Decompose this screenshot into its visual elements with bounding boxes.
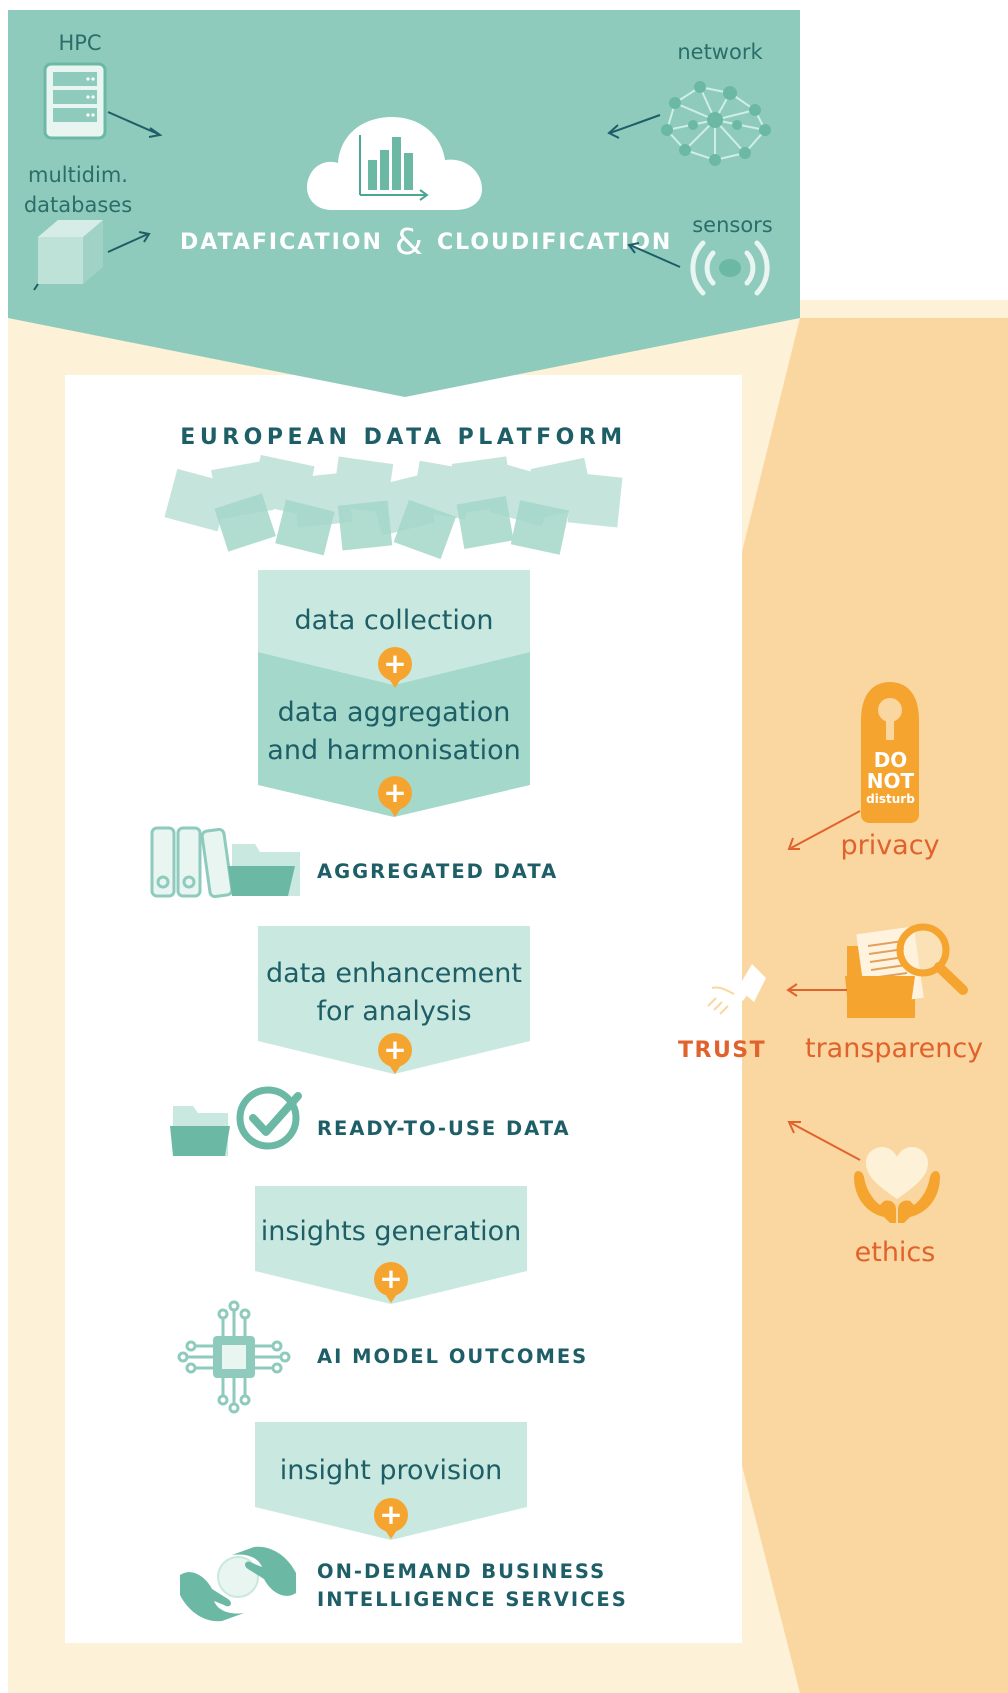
step-data-aggregation: data aggregation and harmonisation bbox=[258, 694, 530, 770]
step-data-enhancement-line2: for analysis bbox=[316, 996, 472, 1027]
ethics-arrow-icon bbox=[787, 1121, 861, 1161]
sign-line-disturb: disturb bbox=[866, 792, 915, 806]
enhancement-block bbox=[258, 926, 530, 1074]
data-tiles-graphic bbox=[164, 455, 623, 560]
output-bi-services-line2: INTELLIGENCE SERVICES bbox=[317, 1588, 628, 1611]
network-label: network bbox=[677, 40, 763, 64]
sign-line-not: NOT bbox=[866, 769, 915, 793]
output-aggregated-data-line1: AGGREGATED DATA bbox=[317, 860, 559, 883]
folder-check-icon bbox=[170, 1086, 302, 1156]
plus-icon-3: + bbox=[378, 1033, 412, 1074]
document-magnifier-icon bbox=[845, 923, 968, 1018]
output-aggregated-data: AGGREGATED DATA bbox=[317, 858, 558, 886]
ethics-label: ethics bbox=[854, 1237, 936, 1268]
databases-label-line2: databases bbox=[23, 193, 133, 217]
hands-circle-icon bbox=[180, 1546, 296, 1622]
step-data-collection-line1: data collection bbox=[294, 605, 494, 636]
step-data-collection: data collection bbox=[258, 602, 530, 640]
output-ai-model-outcomes-line1: AI MODEL OUTCOMES bbox=[317, 1345, 589, 1368]
collection-aggregation-block bbox=[258, 570, 530, 817]
cube-icon bbox=[33, 220, 151, 291]
step-data-enhancement-line1: data enhancement bbox=[266, 958, 522, 989]
sensor-icon bbox=[627, 240, 770, 296]
output-bi-services: ON-DEMAND BUSINESS INTELLIGENCE SERVICES bbox=[317, 1558, 628, 1614]
plus-icon-4: + bbox=[374, 1262, 408, 1303]
step-insights-generation: insights generation bbox=[255, 1213, 527, 1251]
output-bi-services-line1: ON-DEMAND BUSINESS bbox=[317, 1560, 607, 1583]
output-ready-to-use-data-line1: READY-TO-USE DATA bbox=[317, 1117, 571, 1140]
sign-line-do: DO bbox=[873, 748, 908, 772]
ai-chip-icon bbox=[177, 1300, 291, 1414]
transparency-label: transparency bbox=[805, 1033, 984, 1064]
handshake-icon bbox=[670, 964, 766, 1018]
privacy-arrow-icon bbox=[787, 810, 861, 850]
hpc-label: HPC bbox=[58, 31, 102, 55]
insight-provision-block bbox=[255, 1422, 527, 1540]
server-rack-icon bbox=[43, 62, 163, 140]
plus-icon-1: + bbox=[378, 647, 412, 688]
plus-icon-2: + bbox=[378, 776, 412, 817]
trust-label: TRUST bbox=[678, 1038, 767, 1063]
transparency-arrow-icon bbox=[786, 983, 847, 997]
title-amp: & bbox=[394, 222, 425, 263]
platform-title: EUROPEAN DATA PLATFORM bbox=[180, 425, 627, 450]
step-insights-generation-line1: insights generation bbox=[260, 1216, 522, 1247]
databases-label-line1: multidim. bbox=[28, 163, 128, 187]
title-left: DATAFICATION bbox=[180, 230, 383, 255]
sensors-label: sensors bbox=[692, 213, 773, 237]
privacy-label: privacy bbox=[840, 830, 940, 861]
step-data-aggregation-line2: and harmonisation bbox=[267, 735, 521, 766]
output-ai-model-outcomes: AI MODEL OUTCOMES bbox=[317, 1343, 588, 1371]
network-icon bbox=[607, 81, 771, 166]
title-right: CLOUDIFICATION bbox=[436, 230, 673, 255]
output-ready-to-use-data: READY-TO-USE DATA bbox=[317, 1115, 571, 1143]
plus-icon-5: + bbox=[374, 1498, 408, 1539]
binders-folder-icon bbox=[150, 826, 300, 899]
cloud-chart-icon bbox=[306, 117, 482, 210]
step-insight-provision-line1: insight provision bbox=[279, 1455, 503, 1486]
datafication-title: DATAFICATION & CLOUDIFICATION bbox=[180, 222, 672, 263]
heart-hands-icon bbox=[854, 1147, 940, 1223]
step-data-enhancement: data enhancement for analysis bbox=[258, 955, 530, 1031]
insights-generation-block bbox=[255, 1186, 527, 1304]
databases-label: multidim. databases bbox=[18, 160, 138, 220]
step-insight-provision: insight provision bbox=[255, 1452, 527, 1490]
door-hanger-icon bbox=[861, 682, 919, 823]
step-data-aggregation-line1: data aggregation bbox=[277, 697, 511, 728]
door-hanger-text: DO NOT disturb bbox=[853, 748, 928, 807]
